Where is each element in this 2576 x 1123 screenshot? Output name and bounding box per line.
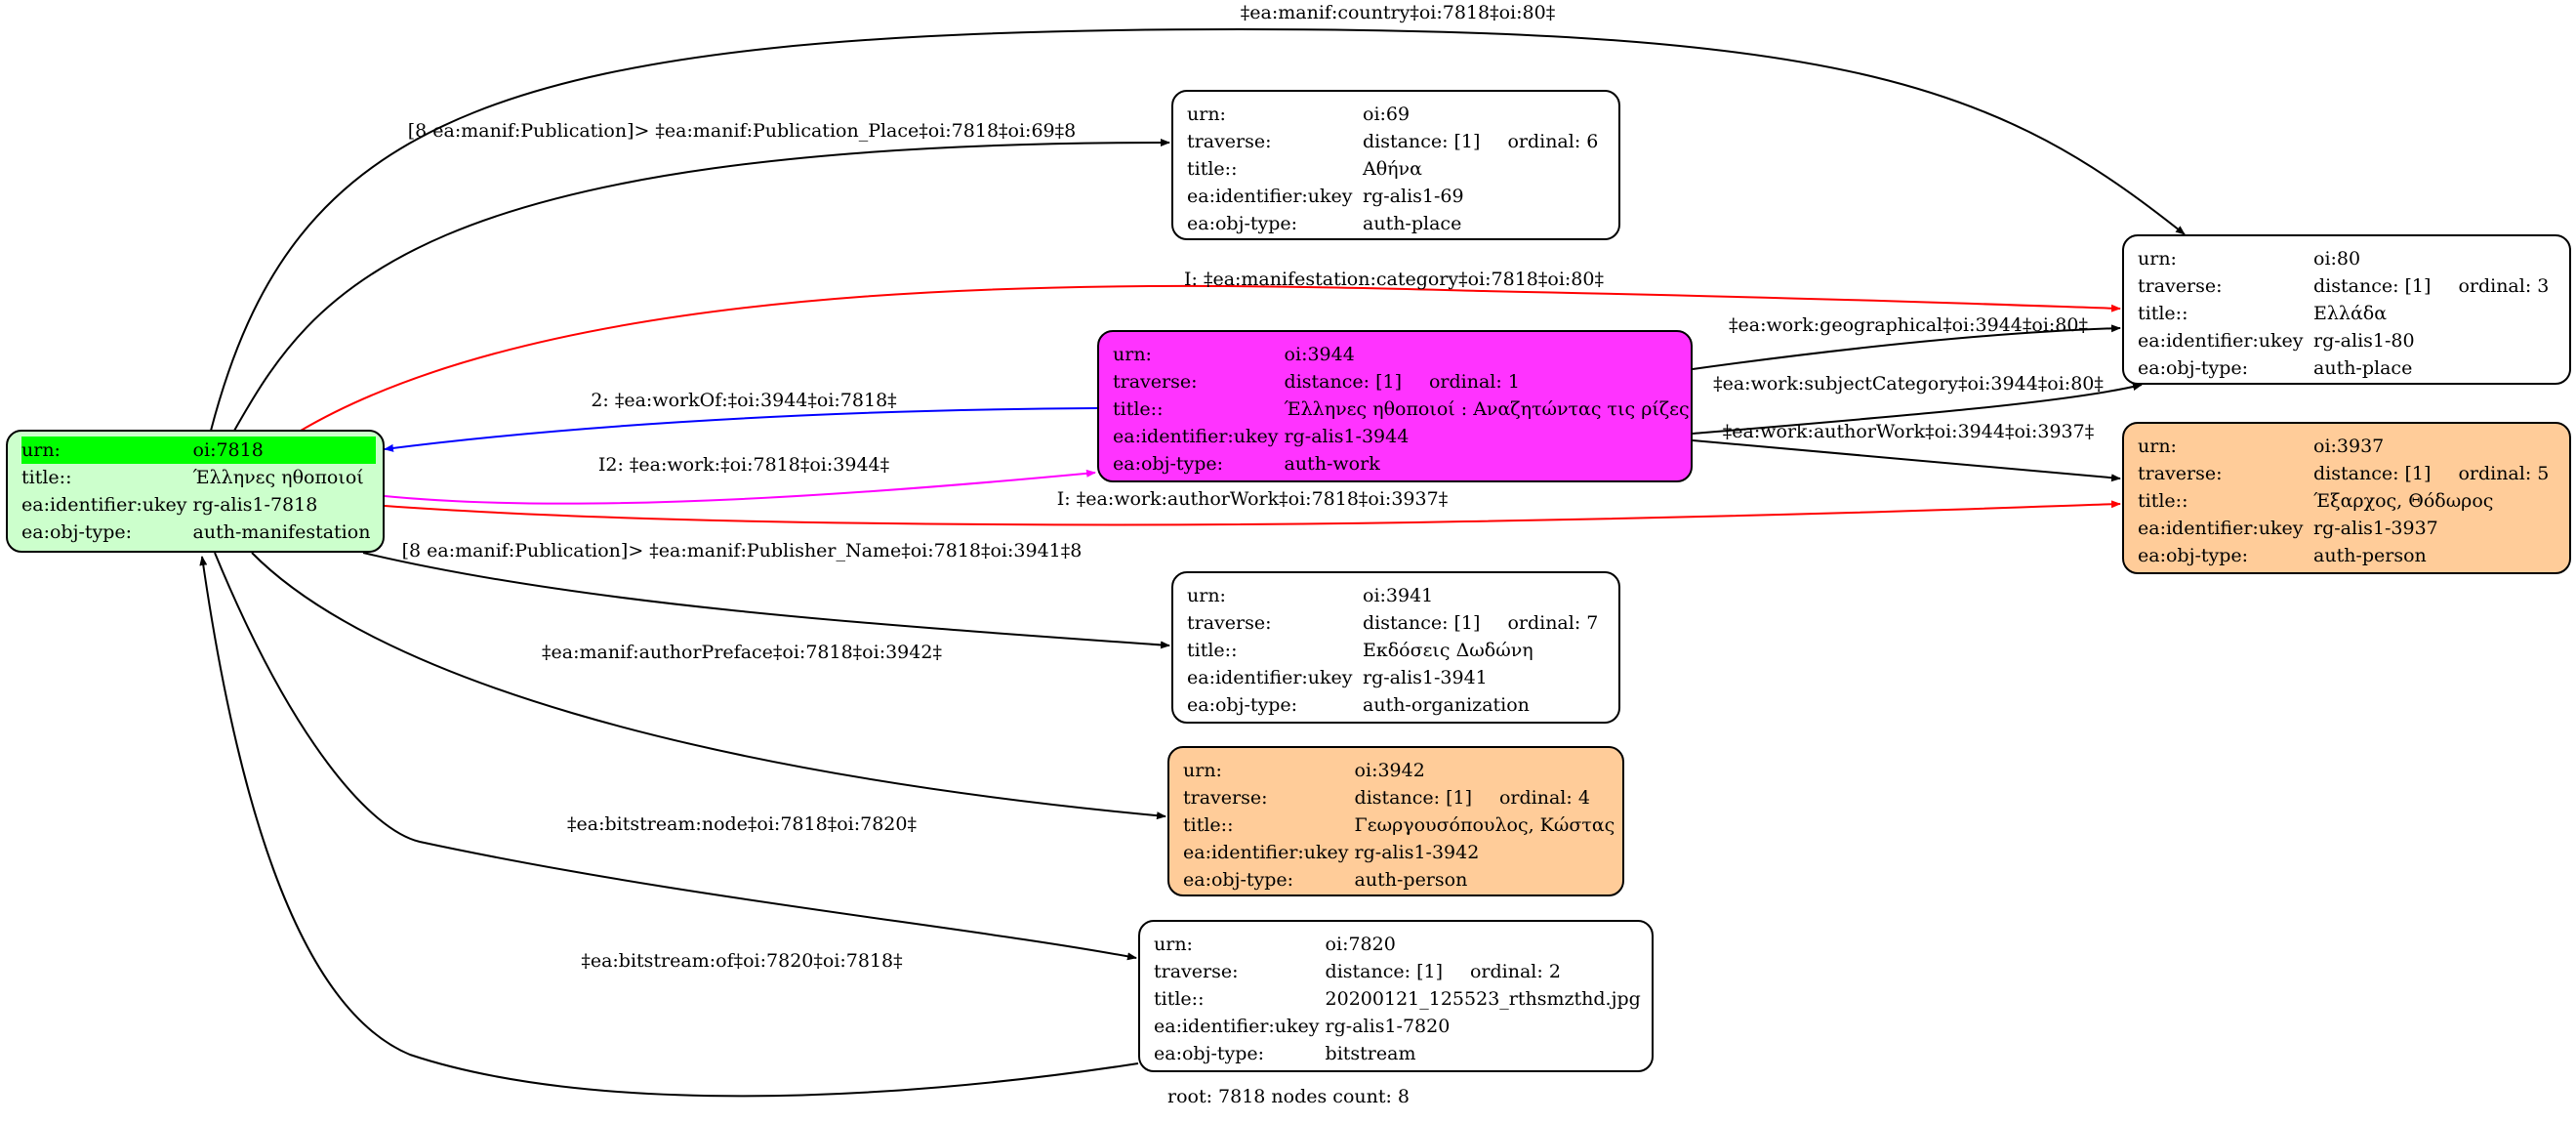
- edge-label-category: I: ‡ea:manifestation:category‡oi:7818‡oi…: [1184, 269, 1604, 290]
- field-urn: urn:oi:7818: [21, 437, 377, 464]
- edge-category: [300, 284, 2121, 432]
- edge-label-bsnode: ‡ea:bitstream:node‡oi:7818‡oi:7820‡: [567, 813, 917, 835]
- edge-bsof: [199, 556, 1139, 1098]
- node-oi-3937[interactable]: urn:oi:3937 traverse:distance: [1]ordina…: [2122, 422, 2571, 574]
- field-title: title::Έλληνες ηθοποιοί: [21, 467, 364, 488]
- node-fields: urn:oi:3937 traverse:distance: [1]ordina…: [2138, 436, 2550, 566]
- node-fields: urn:oi:3944 traverse:distance: [1]ordina…: [1113, 344, 1690, 475]
- node-fields: urn:oi:7818 title::Έλληνες ηθοποιοί ea:i…: [21, 437, 377, 546]
- node-fields: urn:oi:3942 traverse:distance: [1]ordina…: [1183, 760, 1615, 891]
- node-fields: urn:oi:7820 traverse:distance: [1]ordina…: [1154, 934, 1641, 1064]
- node-oi-3944[interactable]: urn:oi:3944 traverse:distance: [1]ordina…: [1097, 330, 1693, 482]
- edge-label-geographical: ‡ea:work:geographical‡oi:3944‡oi:80‡: [1729, 314, 2088, 336]
- edge-geographical: [1692, 324, 2121, 370]
- node-oi-7820[interactable]: urn:oi:7820 traverse:distance: [1]ordina…: [1138, 920, 1654, 1072]
- graph-caption: root: 7818 nodes count: 8: [1167, 1086, 1411, 1107]
- node-oi-3942[interactable]: urn:oi:3942 traverse:distance: [1]ordina…: [1167, 746, 1624, 896]
- edge-workof: [384, 407, 1098, 452]
- edge-label-workof: 2: ‡ea:workOf:‡oi:3944‡oi:7818‡: [591, 390, 896, 411]
- edge-label-authorwork-manif: I: ‡ea:work:authorWork‡oi:7818‡oi:3937‡: [1057, 488, 1448, 510]
- node-oi-3941[interactable]: urn:oi:3941 traverse:distance: [1]ordina…: [1171, 571, 1620, 724]
- edge-authorwork-manif: [384, 500, 2121, 526]
- edge-publisher: [362, 552, 1170, 649]
- node-fields: urn:oi:3941 traverse:distance: [1]ordina…: [1187, 585, 1599, 716]
- edge-label-subjectcat: ‡ea:work:subjectCategory‡oi:3944‡oi:80‡: [1713, 373, 2104, 395]
- edge-label-authorwork-work: ‡ea:work:authorWork‡oi:3944‡oi:3937‡: [1723, 421, 2094, 442]
- node-oi-80[interactable]: urn:oi:80 traverse:distance: [1]ordinal:…: [2122, 234, 2571, 385]
- node-fields: urn:oi:80 traverse:distance: [1]ordinal:…: [2138, 248, 2550, 379]
- node-oi-7818[interactable]: urn:oi:7818 title::Έλληνες ηθοποιοί ea:i…: [6, 430, 385, 553]
- edge-label-country: ‡ea:manif:country‡oi:7818‡oi:80‡: [1241, 2, 1555, 23]
- edge-subjectcat: [1692, 383, 2143, 435]
- edge-work: [384, 469, 1096, 505]
- edge-label-publisher: [8 ea:manif:Publication]> ‡ea:manif:Publ…: [402, 540, 1083, 562]
- edge-label-pubplace: [8 ea:manif:Publication]> ‡ea:manif:Publ…: [408, 120, 1076, 142]
- node-fields: urn:oi:69 traverse:distance: [1]ordinal:…: [1187, 104, 1599, 234]
- node-oi-69[interactable]: urn:oi:69 traverse:distance: [1]ordinal:…: [1171, 90, 1620, 240]
- edge-bsnode: [214, 552, 1137, 961]
- edge-authorwork-work: [1692, 439, 2121, 482]
- edge-preface: [251, 552, 1166, 820]
- edge-country: [210, 27, 2186, 432]
- edge-label-work: I2: ‡ea:work:‡oi:7818‡oi:3944‡: [598, 454, 889, 476]
- edge-label-preface: ‡ea:manif:authorPreface‡oi:7818‡oi:3942‡: [542, 642, 942, 663]
- edge-label-bsof: ‡ea:bitstream:of‡oi:7820‡oi:7818‡: [581, 950, 902, 972]
- field-objtype: ea:obj-type:auth-manifestation: [21, 521, 371, 543]
- edge-pubplace: [233, 139, 1170, 432]
